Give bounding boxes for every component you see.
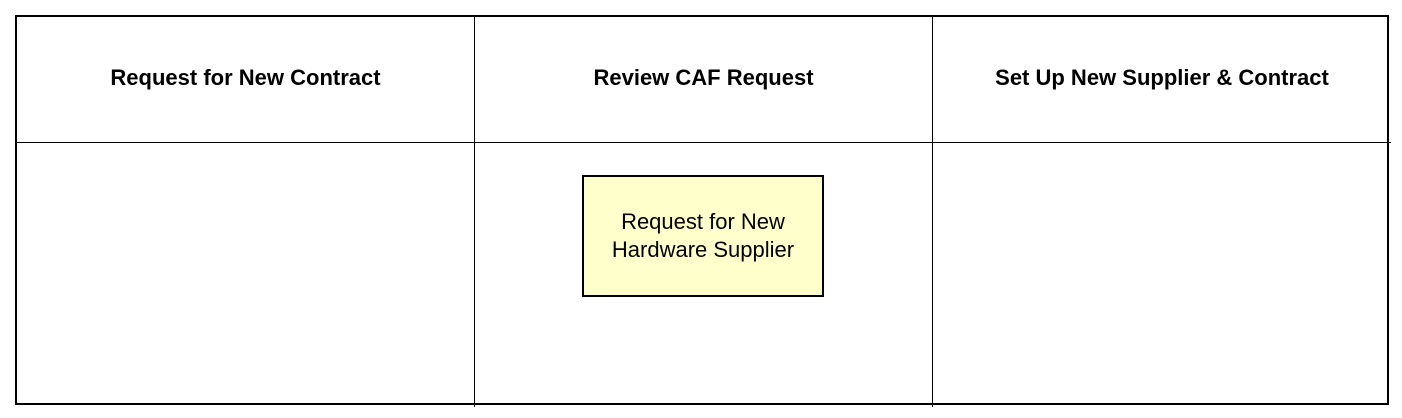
column-header-set-up-supplier-contract: Set Up New Supplier & Contract bbox=[933, 17, 1391, 143]
column-header-label: Set Up New Supplier & Contract bbox=[995, 64, 1329, 90]
lane-request-new-contract bbox=[17, 143, 475, 407]
lane-review-caf-request: Request for New Hardware Supplier bbox=[475, 143, 933, 407]
column-header-label: Review CAF Request bbox=[593, 64, 814, 90]
task-request-new-hardware-supplier[interactable]: Request for New Hardware Supplier bbox=[582, 175, 824, 297]
task-label: Request for New Hardware Supplier bbox=[611, 209, 795, 262]
column-header-request-new-contract: Request for New Contract bbox=[17, 17, 475, 143]
column-header-label: Request for New Contract bbox=[110, 64, 381, 90]
swimlane-diagram: Request for New Contract Review CAF Requ… bbox=[15, 15, 1391, 407]
lane-set-up-supplier-contract bbox=[933, 143, 1391, 407]
column-header-review-caf-request: Review CAF Request bbox=[475, 17, 933, 143]
